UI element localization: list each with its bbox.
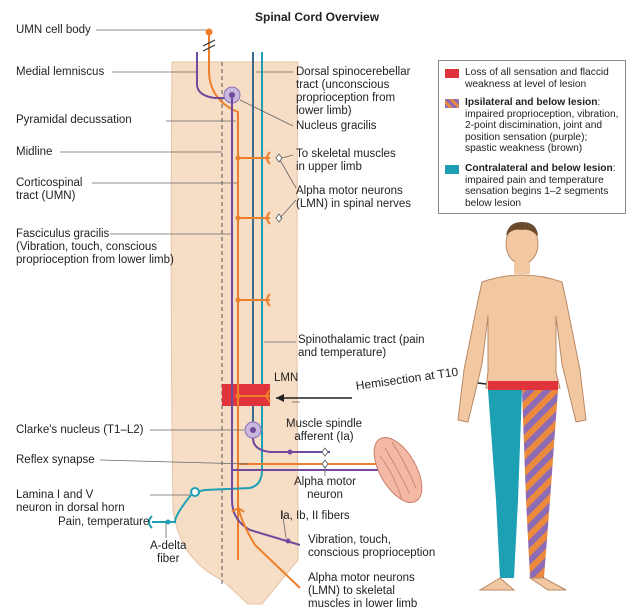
medial-lemniscus <box>196 52 232 99</box>
label-alpha-motor-neuron: Alpha motor neuron <box>294 476 357 501</box>
label-pyramidal-decussation: Pyramidal decussation <box>16 114 132 126</box>
label-nucleus-gracilis: Nucleus gracilis <box>296 120 377 132</box>
label-vibration: Vibration, touch, conscious propriocepti… <box>308 534 436 559</box>
diagram-title: Spinal Cord Overview <box>255 10 380 24</box>
corticospinal-tract <box>208 35 239 560</box>
upper-limb-motor-neurons <box>238 151 271 403</box>
legend-item-3: Contralateral and below lesion: impaired… <box>465 163 616 209</box>
label-fasciculus-gracilis: Fasciculus gracilis (Vibration, touch, c… <box>16 228 174 266</box>
umn-cell-body <box>205 28 213 36</box>
label-medial-lemniscus: Medial lemniscus <box>16 66 105 78</box>
label-clarkes-nucleus: Clarke's nucleus (T1–L2) <box>16 424 144 436</box>
label-muscle-spindle: Muscle spindle afferent (Ia) <box>286 418 363 443</box>
a-delta-fiber <box>152 494 192 523</box>
legend-item-1: Loss of all sensation and flaccid weakne… <box>465 67 609 90</box>
label-midline: Midline <box>16 146 53 158</box>
label-reflex-synapse: Reflex synapse <box>16 454 95 466</box>
label-spinothalamic: Spinothalamic tract (pain and temperatur… <box>298 334 425 359</box>
label-corticospinal: Corticospinal tract (UMN) <box>16 177 83 202</box>
label-skeletal-upper-limb: To skeletal muscles in upper limb <box>296 148 396 173</box>
label-dorsal-spinocerebellar: Dorsal spinocerebellar tract (unconsciou… <box>296 66 411 117</box>
left-leg-contralateral <box>488 390 522 578</box>
lesion-band <box>488 381 558 390</box>
label-umn-cell-body: UMN cell body <box>16 24 91 36</box>
label-pain-temperature: Pain, temperature <box>58 516 150 528</box>
label-lmn: LMN <box>274 372 299 384</box>
legend-item-2: Ipsilateral and below lesion: impaired p… <box>465 97 619 154</box>
legend-swatch-red <box>445 69 459 78</box>
label-fibers: Ia, Ib, II fibers <box>280 510 350 522</box>
right-leg-ipsilateral <box>522 390 558 578</box>
human-figure <box>457 222 587 591</box>
label-alpha-motor-spinal: Alpha motor neurons (LMN) in spinal nerv… <box>296 185 412 210</box>
label-alpha-lower-limb: Alpha motor neurons (LMN) to skeletal mu… <box>308 572 418 610</box>
spinal-cord <box>170 61 299 605</box>
legend-swatch-teal <box>445 165 459 174</box>
muscle-illustration <box>373 437 423 503</box>
legend-swatch-striped <box>445 99 459 108</box>
label-lamina: Lamina I and V neuron in dorsal horn <box>16 489 125 514</box>
legend: Loss of all sensation and flaccid weakne… <box>438 60 626 214</box>
label-a-delta: A-delta fiber <box>150 540 187 565</box>
